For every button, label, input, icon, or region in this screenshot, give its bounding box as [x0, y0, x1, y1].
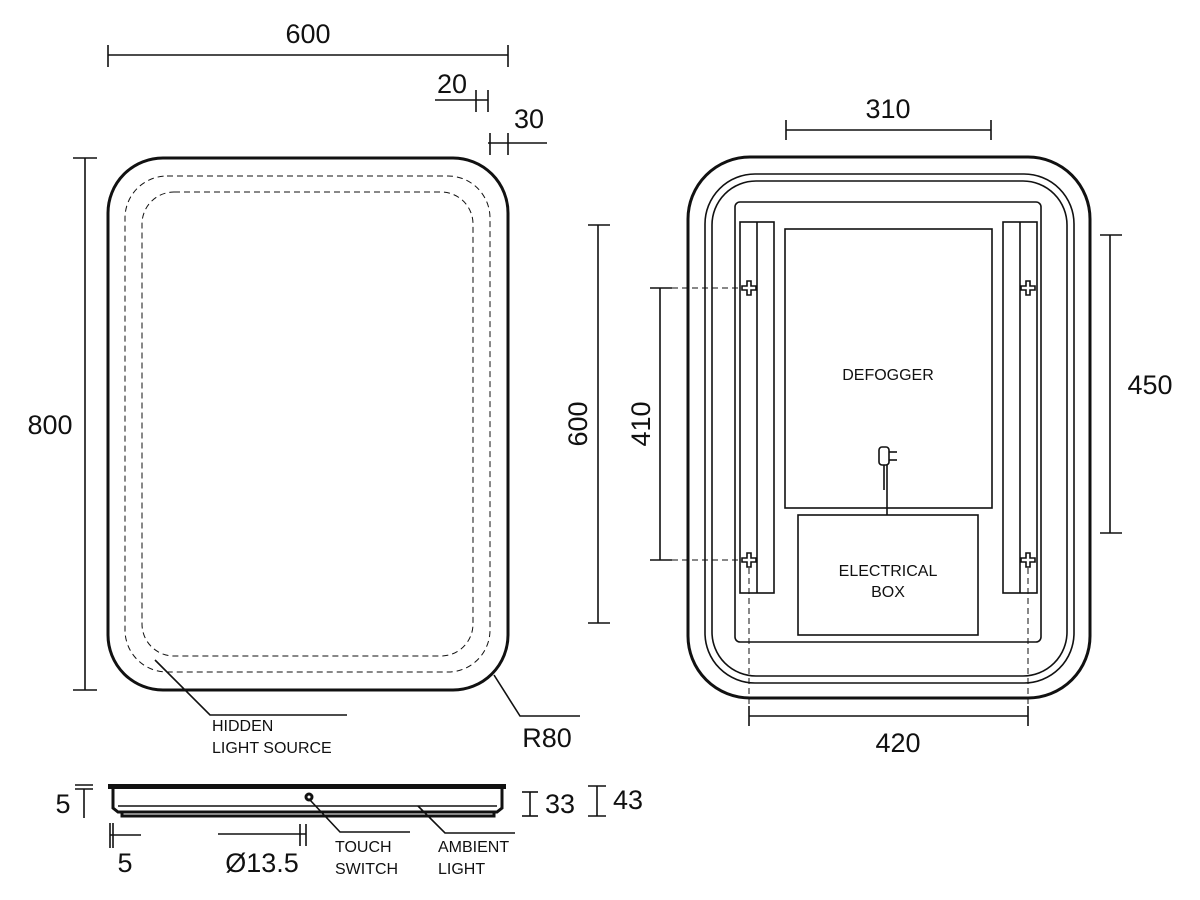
touch-switch-label-2: SWITCH: [335, 861, 398, 878]
back-frame-2: [704, 173, 1075, 684]
width-dimension: 600: [107, 19, 509, 67]
screw-hole-icons: [741, 280, 1036, 568]
width-dim-label: 600: [285, 19, 330, 49]
switch-diameter-label: Ø13.5: [225, 848, 299, 878]
touch-switch-icon: [304, 792, 314, 802]
hidden-light-inner: [141, 191, 474, 657]
rail-dim-label: 600: [563, 401, 593, 446]
side-inset-dim-label: 5: [117, 848, 132, 878]
side-view: TOUCH SWITCH AMBIENT LIGHT 5 5 Ø13.5 33: [55, 784, 643, 878]
radius-callout: R80: [493, 674, 580, 753]
defogger-pad: [784, 228, 993, 509]
screw-dim-label: 410: [626, 401, 656, 446]
height-dim-label: 800: [27, 410, 72, 440]
body-outline: [111, 789, 504, 814]
hidden-light-label-1: HIDDEN: [212, 718, 273, 735]
total-depth-label: 43: [613, 785, 643, 815]
body-depth-label: 33: [545, 789, 575, 819]
ambient-light-label-1: AMBIENT: [438, 839, 509, 856]
hidden-light-outer: [124, 175, 491, 673]
screw-410-dimension: 410: [626, 287, 672, 561]
touch-switch-label-1: TOUCH: [335, 839, 392, 856]
front-view: 600 20 30 800 R80 HIDDEN LIGHT SOURCE: [27, 19, 580, 757]
inset-dimension-20: 20: [435, 69, 489, 112]
back-outer-frame: [686, 155, 1092, 700]
inset-dim-30-label: 30: [514, 104, 544, 134]
electrical-box: [797, 514, 979, 636]
electrical-box-label-2: BOX: [871, 584, 905, 601]
top-lip-dim-label: 5: [55, 789, 70, 819]
radius-label: R80: [522, 723, 572, 753]
left-rail: [739, 221, 775, 594]
defogger-450-dimension: 450: [1100, 234, 1173, 534]
plug-icon: [878, 446, 897, 515]
top-lip: [108, 784, 506, 789]
inset-dim-20-label: 20: [437, 69, 467, 99]
bottom-dim-label: 420: [875, 728, 920, 758]
switch-diameter-dimension: Ø13.5: [218, 824, 307, 878]
top-dim-label: 310: [865, 94, 910, 124]
defogger-label: DEFOGGER: [842, 367, 934, 384]
inset-dimension-30: 30: [488, 104, 547, 155]
total-depth-dimension: 43: [588, 785, 643, 817]
electrical-box-label-1: ELECTRICAL: [839, 563, 938, 580]
top-lip-dimension: 5: [55, 784, 93, 819]
top-310-dimension: 310: [785, 94, 992, 140]
hidden-light-label-2: LIGHT SOURCE: [212, 740, 332, 757]
body-depth-dimension: 33: [522, 789, 575, 819]
hidden-light-callout: HIDDEN LIGHT SOURCE: [154, 659, 347, 757]
ambient-light-label-2: LIGHT: [438, 861, 485, 878]
back-frame-3: [711, 180, 1068, 677]
back-view: DEFOGGER ELECTRICAL BOX 310: [563, 94, 1173, 758]
mirror-outline: [106, 156, 510, 692]
side-inset-dimension: 5: [109, 823, 141, 878]
back-plate: [734, 201, 1042, 643]
bottom-420-dimension: 420: [748, 706, 1029, 758]
defogger-dim-label: 450: [1127, 370, 1172, 400]
rail-600-dimension: 600: [563, 224, 610, 624]
right-rail: [1002, 221, 1038, 594]
height-dimension: 800: [27, 157, 97, 691]
base-outline: [120, 812, 496, 818]
